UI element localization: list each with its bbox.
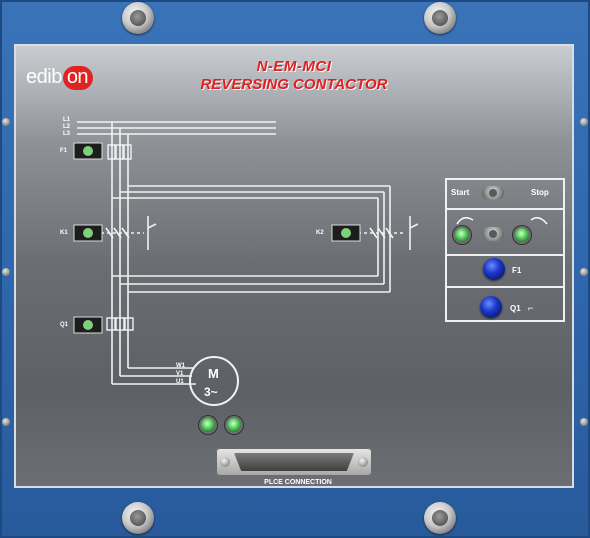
mounting-bolt-icon	[122, 2, 154, 34]
panel-title: REVERSING CONTACTOR	[200, 76, 388, 93]
mounting-bolt-icon	[122, 502, 154, 534]
thermal-relay-icon: ⌐	[528, 303, 534, 313]
q1-control-label: Q1	[510, 304, 521, 313]
side-screw-icon	[580, 118, 588, 126]
direction-switch[interactable]	[482, 227, 504, 241]
start-stop-switch[interactable]	[482, 186, 504, 200]
motor-phases: 3~	[204, 385, 218, 399]
f1-indicator-lamp	[483, 258, 505, 280]
side-screw-icon	[2, 268, 10, 276]
label-l2: L2	[63, 124, 71, 130]
start-label: Start	[451, 188, 470, 197]
stop-label: Stop	[531, 188, 549, 197]
label-q1: Q1	[60, 322, 69, 328]
label-l1: L1	[63, 117, 71, 123]
side-screw-icon	[2, 118, 10, 126]
label-l3: L3	[63, 131, 71, 137]
right-rotation-lamp	[515, 228, 529, 242]
rotation-arrows	[456, 217, 548, 225]
label-w1: W1	[176, 363, 185, 369]
direction-lamp-left	[201, 418, 215, 432]
motor-letter: M	[208, 366, 219, 381]
left-rotation-lamp	[455, 228, 469, 242]
logo-mark: on	[62, 66, 94, 90]
side-screw-icon	[580, 418, 588, 426]
plc-connector[interactable]	[216, 448, 372, 476]
side-screw-icon	[580, 268, 588, 276]
connector-screw-icon	[358, 457, 368, 467]
control-box	[445, 178, 565, 322]
q1-indicator-lamp	[480, 296, 502, 318]
control-divider	[447, 254, 563, 256]
label-k1: K1	[60, 230, 68, 236]
label-f1: F1	[60, 148, 68, 154]
logo-text: edib	[26, 66, 62, 88]
label-k2: K2	[316, 230, 324, 236]
mounting-bolt-icon	[424, 502, 456, 534]
label-v1: V1	[176, 371, 184, 377]
plc-connection-label: PLCE CONNECTION	[264, 479, 332, 486]
control-divider	[447, 286, 563, 288]
model-title: N-EM-MCI	[256, 58, 332, 75]
dsub-socket	[234, 453, 354, 471]
direction-lamp-right	[227, 418, 241, 432]
connector-screw-icon	[220, 457, 230, 467]
mounting-bolt-icon	[424, 2, 456, 34]
side-screw-icon	[2, 418, 10, 426]
label-u1: U1	[176, 379, 184, 385]
f1-control-label: F1	[512, 266, 522, 275]
control-divider	[447, 208, 563, 210]
front-panel	[14, 44, 574, 488]
